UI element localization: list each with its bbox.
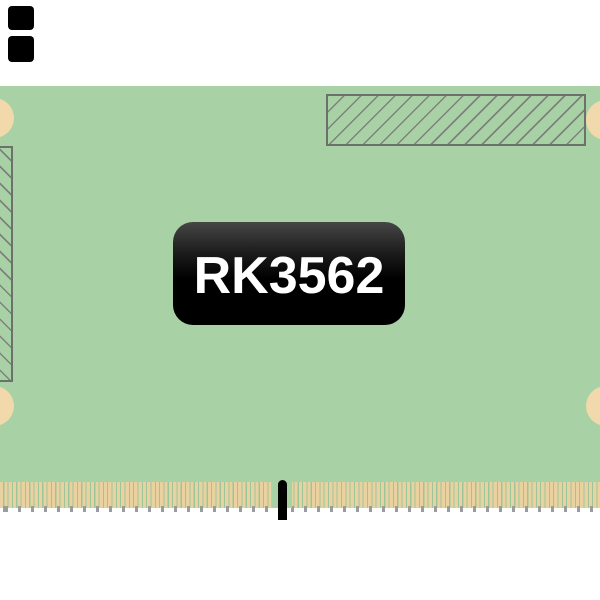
mounting-hole-bottom-left [0, 386, 14, 426]
mounting-hole-bottom-right [586, 386, 600, 426]
pcb-board: RK3562 [0, 86, 600, 520]
chip-label: RK3562 [193, 246, 385, 305]
edge-connector-fingers [0, 482, 600, 508]
mounting-hole-top-left [0, 98, 14, 138]
rk3562-chip: RK3562 [173, 222, 405, 325]
connector-key-notch [278, 480, 287, 520]
hatched-component-top-right [326, 94, 586, 146]
top-left-tab-1 [8, 6, 34, 30]
contact-stubs [0, 506, 600, 512]
mounting-hole-top-right [586, 100, 600, 140]
hatched-component-left-edge [0, 146, 13, 382]
top-left-tab-2 [8, 36, 34, 62]
